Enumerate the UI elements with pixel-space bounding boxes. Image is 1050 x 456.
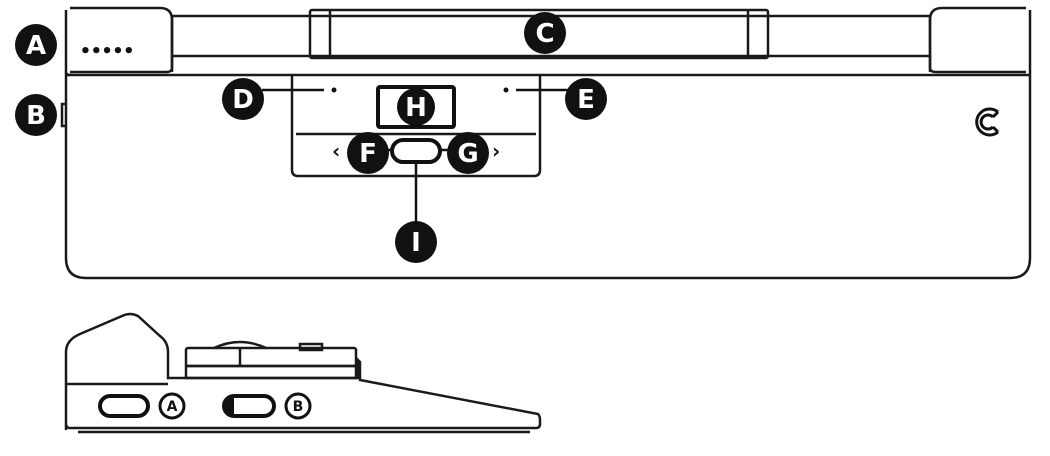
side-rollerbar bbox=[184, 346, 358, 368]
callout-c-label: C bbox=[535, 19, 554, 49]
side-button-b[interactable] bbox=[60, 102, 66, 128]
h-button[interactable] bbox=[376, 85, 456, 129]
callout-a-label: A bbox=[26, 31, 46, 61]
left-arrow-icon: ‹ bbox=[332, 139, 340, 163]
side-top-button bbox=[298, 342, 324, 352]
side-callout-b: B bbox=[284, 392, 312, 420]
callout-e-label: E bbox=[577, 85, 595, 115]
side-callout-a: A bbox=[158, 392, 186, 420]
callout-g: G bbox=[447, 132, 489, 174]
rollerbar-base bbox=[170, 56, 932, 72]
indicator-dots: ••••• bbox=[80, 41, 134, 62]
right-arrow-icon: › bbox=[492, 139, 500, 163]
top-view: ‹ › ••••• bbox=[60, 6, 1032, 280]
indicator-light-left bbox=[331, 87, 337, 93]
rollerbar-sleeve bbox=[308, 8, 770, 60]
side-view bbox=[64, 312, 542, 434]
callout-f-label: F bbox=[359, 139, 377, 169]
left-end-cap bbox=[70, 6, 174, 74]
callout-a: A bbox=[15, 24, 57, 66]
right-end-cap bbox=[928, 6, 1026, 74]
indicator-light-right bbox=[503, 87, 509, 93]
side-button-a[interactable] bbox=[98, 394, 150, 418]
callout-d-label: D bbox=[232, 85, 254, 115]
palm-rest-inner-edge bbox=[64, 71, 71, 77]
side-roller-dome bbox=[213, 340, 267, 350]
brand-logo-icon bbox=[975, 107, 1000, 137]
callout-e: E bbox=[565, 78, 607, 120]
side-rollerbar-base bbox=[184, 364, 358, 380]
callout-b-label: B bbox=[26, 101, 46, 131]
palm-rest-body bbox=[64, 10, 1032, 280]
callout-b: B bbox=[15, 94, 57, 136]
callout-i: I bbox=[395, 221, 437, 263]
side-slider-knob bbox=[224, 396, 234, 416]
side-callout-a-label: A bbox=[167, 399, 178, 415]
callout-g-label: G bbox=[457, 139, 478, 169]
callout-i-label: I bbox=[411, 228, 421, 258]
callout-d: D bbox=[222, 78, 264, 120]
callout-f: F bbox=[347, 132, 389, 174]
side-callout-b-label: B bbox=[293, 399, 304, 415]
callout-h: H bbox=[397, 88, 435, 126]
callout-c: C bbox=[524, 12, 566, 54]
center-pill-button[interactable] bbox=[390, 138, 442, 164]
side-body-outline bbox=[64, 312, 542, 430]
callout-h-label: H bbox=[405, 93, 427, 123]
